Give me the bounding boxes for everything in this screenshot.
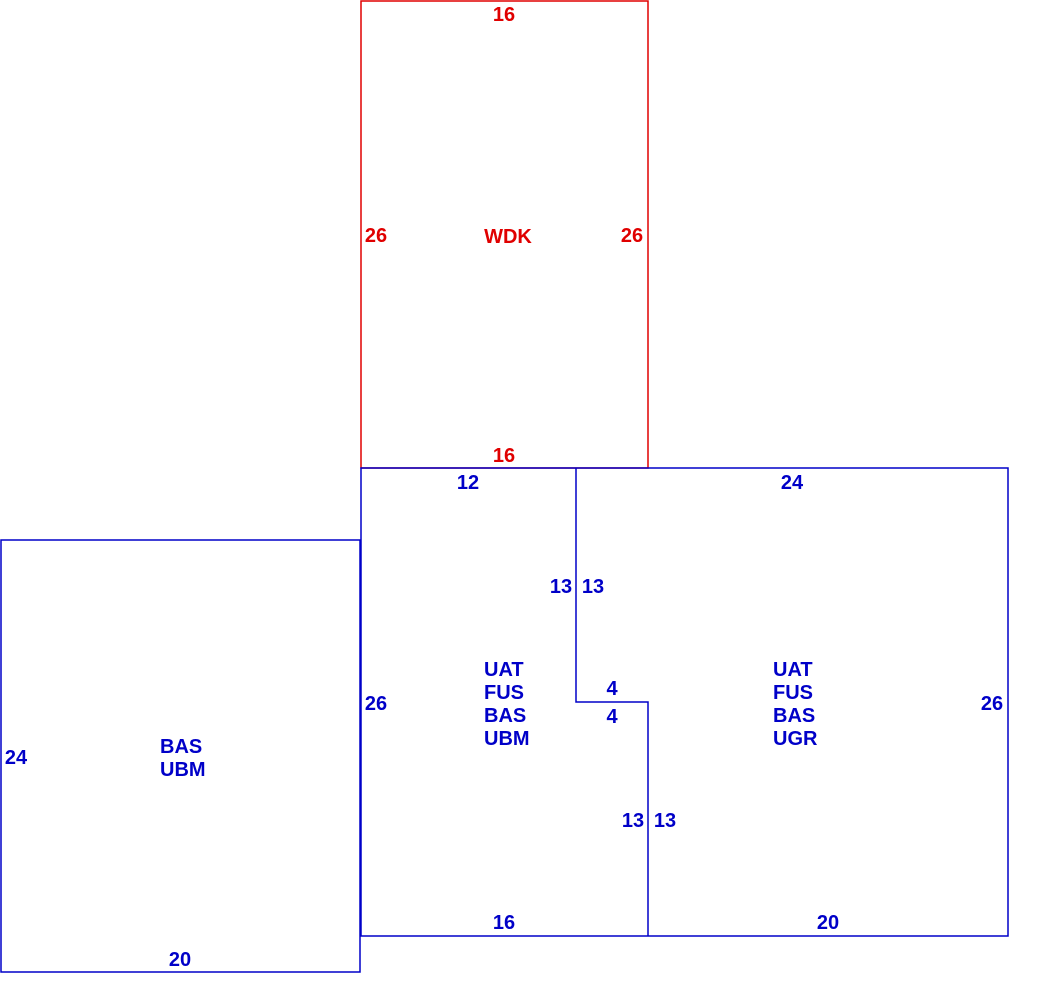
deck-bottom-dimension: 16 bbox=[493, 445, 515, 467]
center-code-3: BAS bbox=[484, 705, 526, 727]
interior-stepped-wall bbox=[575, 468, 649, 936]
left-wing-left-dimension: 24 bbox=[5, 747, 28, 769]
center-code-1: UAT bbox=[484, 659, 524, 681]
main-building-outline bbox=[360, 467, 1009, 937]
deck-right-dimension: 26 bbox=[621, 225, 643, 247]
left-wing-code-2: UBM bbox=[160, 759, 206, 781]
deck-area-code: WDK bbox=[484, 226, 532, 248]
right-wing-code-1: UAT bbox=[773, 659, 813, 681]
left-wing-outline bbox=[0, 539, 361, 973]
center-step-lower-dimension: 13 bbox=[622, 810, 644, 832]
right-wing-step-mid-dimension: 4 bbox=[606, 678, 618, 700]
right-wing-top-dimension: 24 bbox=[781, 472, 804, 494]
left-wing-bottom-dimension: 20 bbox=[169, 949, 191, 971]
center-code-2: FUS bbox=[484, 682, 524, 704]
right-wing-code-2: FUS bbox=[773, 682, 813, 704]
right-wing-step-lower-dimension: 13 bbox=[654, 810, 676, 832]
right-wing-right-dimension: 26 bbox=[981, 693, 1003, 715]
left-wing-code-1: BAS bbox=[160, 736, 202, 758]
center-step-mid-dimension: 4 bbox=[606, 706, 618, 728]
center-step-upper-dimension: 13 bbox=[550, 576, 572, 598]
right-wing-step-upper-dimension: 13 bbox=[582, 576, 604, 598]
right-wing-code-3: BAS bbox=[773, 705, 815, 727]
right-wing-bottom-dimension: 20 bbox=[817, 912, 839, 934]
center-top-dimension: 12 bbox=[457, 472, 479, 494]
center-bottom-dimension: 16 bbox=[493, 912, 515, 934]
center-left-dimension: 26 bbox=[365, 693, 387, 715]
right-wing-code-4: UGR bbox=[773, 728, 818, 750]
deck-top-dimension: 16 bbox=[493, 4, 515, 26]
center-code-4: UBM bbox=[484, 728, 530, 750]
deck-left-dimension: 26 bbox=[365, 225, 387, 247]
